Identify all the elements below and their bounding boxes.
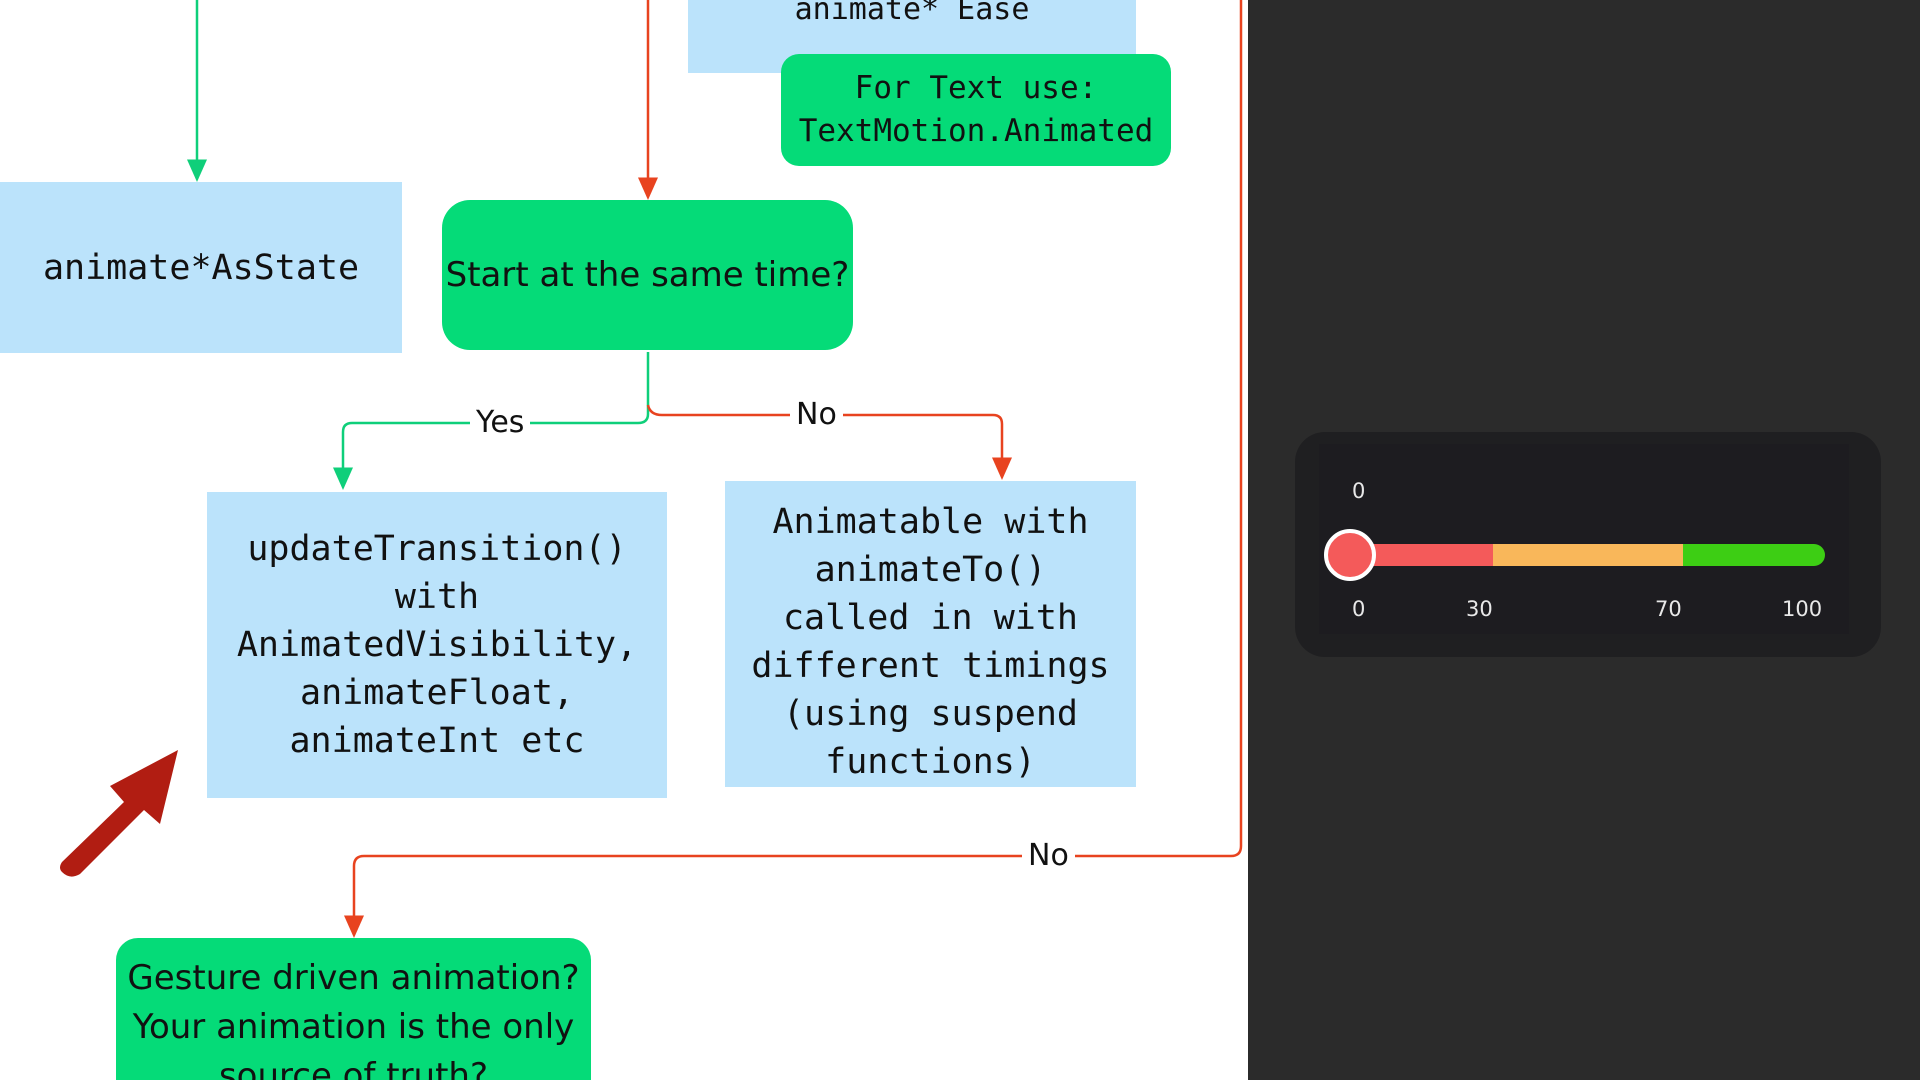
yes-label: Yes xyxy=(470,406,531,440)
gesture-driven-decision: Gesture driven animation? Your animation… xyxy=(116,938,591,1080)
text-motion-hint-text: For Text use: TextMotion.Animated xyxy=(798,70,1154,149)
slider-segment-mid xyxy=(1492,544,1683,566)
no-label-inner: No xyxy=(790,398,843,432)
slider-tick-100: 100 xyxy=(1782,597,1823,621)
slider-tick-0: 0 xyxy=(1352,597,1366,621)
slider-segment-high xyxy=(1682,544,1825,566)
partial-top-box-text: animate* Ease xyxy=(794,0,1030,27)
animatable-box: Animatable with animateTo() called in wi… xyxy=(725,481,1136,787)
slider-card-surface xyxy=(1319,444,1849,634)
slider-tick-30: 30 xyxy=(1466,597,1493,621)
text-motion-hint: For Text use: TextMotion.Animated xyxy=(781,54,1171,166)
update-transition-text: updateTransition() with AnimatedVisibili… xyxy=(236,529,638,761)
slider-segment-low xyxy=(1350,544,1493,566)
start-same-time-text: Start at the same time? xyxy=(445,255,850,295)
connector-no-branch xyxy=(646,404,1012,480)
flowchart-canvas: animate* Ease For Text use: TextMotion.A… xyxy=(0,0,1243,1080)
animate-as-state-text: animate*AsState xyxy=(42,247,360,288)
animatable-text: Animatable with animateTo() called in wi… xyxy=(751,502,1110,782)
slider-current-value: 0 xyxy=(1352,479,1366,503)
no-label-outer: No xyxy=(1022,839,1075,873)
slider-track[interactable] xyxy=(1350,544,1825,566)
start-same-time-decision: Start at the same time? xyxy=(442,200,853,350)
partial-top-box: animate* Ease xyxy=(688,0,1136,73)
gesture-driven-text: Gesture driven animation? Your animation… xyxy=(127,958,580,1080)
update-transition-box: updateTransition() with AnimatedVisibili… xyxy=(207,492,667,798)
animate-as-state-box: animate*AsState xyxy=(0,182,402,353)
red-arrow-pointer-icon xyxy=(60,750,178,877)
slider-thumb[interactable] xyxy=(1324,529,1376,581)
slider-tick-70: 70 xyxy=(1655,597,1682,621)
connector-outer-no xyxy=(344,0,1243,938)
